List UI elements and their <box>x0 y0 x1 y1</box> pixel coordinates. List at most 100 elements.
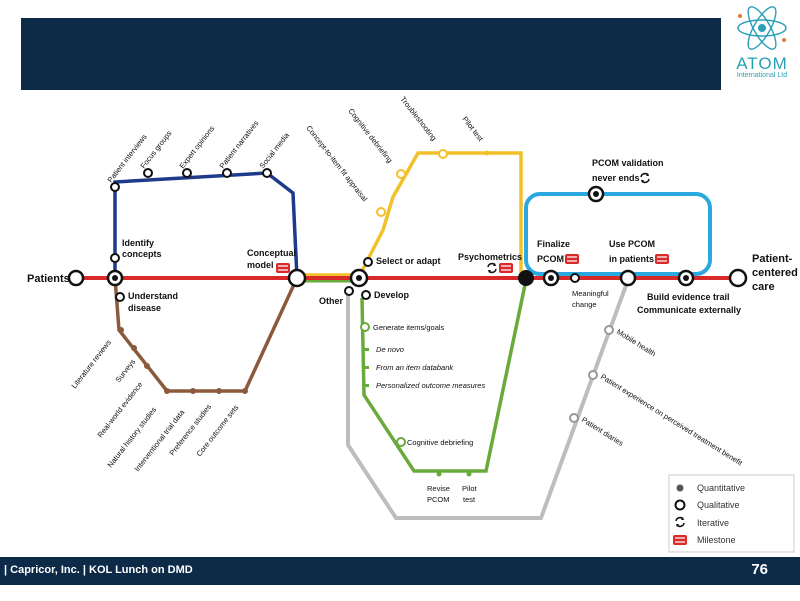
station-validation-dot <box>593 191 599 197</box>
label-use-1: Use PCOM <box>609 239 655 249</box>
label-databank: From an item databank <box>376 363 454 372</box>
label-finalize-2: PCOM <box>537 254 564 264</box>
legend: Quantitative Qualitative Iterative Miles… <box>668 474 795 553</box>
label-expert-opinions: Expert opinions <box>177 124 216 170</box>
station-patient-diaries <box>569 413 579 423</box>
station-build-evidence-dot <box>683 275 689 281</box>
label-troubleshooting: Troubleshooting <box>398 95 438 143</box>
station-generate <box>360 322 370 332</box>
logo-name: ATOM <box>736 54 788 73</box>
label-identify-2: concepts <box>122 249 162 259</box>
label-centered-3: care <box>752 281 775 293</box>
label-validation-2: never ends <box>592 173 640 183</box>
label-build-1: Build evidence trail <box>647 292 730 302</box>
station-literature-reviews <box>118 327 124 333</box>
label-finalize-1: Finalize <box>537 239 570 249</box>
label-literature-reviews: Literature reviews <box>69 338 113 390</box>
milestone-icon-use <box>654 253 670 265</box>
station-concept-fit <box>376 207 386 217</box>
station-troubleshooting <box>438 149 448 159</box>
header-bar <box>21 18 721 90</box>
pathway-diagram: Patients Identify concepts Understand di… <box>21 90 798 556</box>
label-patient-diaries: Patient diaries <box>580 415 625 448</box>
station-patient-centered-care <box>728 268 748 288</box>
station-databank <box>364 366 369 369</box>
label-centered-2: centered <box>752 267 798 279</box>
label-personalized: Personalized outcome measures <box>376 381 485 390</box>
cycle-icon-validation <box>640 172 650 184</box>
green-line <box>360 279 528 473</box>
rail-icon <box>672 534 688 546</box>
cyan-loop <box>524 192 712 276</box>
label-generate: Generate items/goals <box>373 323 445 332</box>
footer-label: | Capricor, Inc. | KOL Lunch on DMD <box>4 564 193 576</box>
page-number: 76 <box>751 561 768 578</box>
label-psychometrics: Psychometrics <box>458 252 522 262</box>
legend-qualitative: Qualitative <box>697 500 740 510</box>
logo-subtitle: International Ltd <box>736 72 788 79</box>
label-pilot-g-2: test <box>463 495 476 504</box>
station-preference <box>216 388 222 394</box>
station-mobile-health <box>604 325 614 335</box>
station-patients <box>67 269 85 287</box>
label-other: Other <box>319 296 344 306</box>
label-concept-fit: Concept-to-item fit appraisal <box>304 124 369 204</box>
station-other <box>344 286 354 296</box>
station-pilot-test-y <box>484 150 490 156</box>
station-core-outcome <box>242 388 248 394</box>
station-meaningful <box>570 273 580 283</box>
station-focus-groups <box>143 168 153 178</box>
label-surveys: Surveys <box>113 357 137 384</box>
label-pilot-g-1: Pilot <box>462 484 478 493</box>
atom-icon <box>737 6 787 50</box>
station-pilot-g <box>466 471 472 477</box>
station-de-novo <box>364 348 369 351</box>
cycle-icon-psychometrics <box>487 262 497 274</box>
label-build-2: Communicate externally <box>637 305 741 315</box>
metro-map: Patients Identify concepts Understand di… <box>27 95 798 553</box>
gray-line <box>346 279 630 520</box>
station-natural-history <box>164 388 170 394</box>
label-revise-2: PCOM <box>427 495 450 504</box>
station-expert-opinions <box>182 168 192 178</box>
label-patients: Patients <box>27 273 70 285</box>
station-identify-hub-dot <box>112 275 118 281</box>
label-use-2: in patients <box>609 254 654 264</box>
station-surveys <box>131 345 137 351</box>
label-meaningful-2: change <box>572 300 597 309</box>
station-patient-interviews <box>110 182 120 192</box>
label-cognitive-debriefing-g: Cognitive debriefing <box>407 438 473 447</box>
station-understand <box>115 292 125 302</box>
legend-quantitative: Quantitative <box>697 483 745 493</box>
station-personalized <box>364 384 369 387</box>
footer-bar: | Capricor, Inc. | KOL Lunch on DMD 76 <box>0 557 800 585</box>
label-meaningful-1: Meaningful <box>572 289 609 298</box>
label-conceptual-1: Conceptual <box>247 248 296 258</box>
label-patient-narratives: Patient narratives <box>217 119 260 171</box>
milestone-icon-conceptual <box>275 262 291 274</box>
logo: ATOM International Ltd <box>726 2 798 88</box>
legend-milestone: Milestone <box>697 535 736 545</box>
station-interventional <box>190 388 196 394</box>
station-select-adapt <box>363 257 373 267</box>
station-develop <box>361 290 371 300</box>
label-de-novo: De novo <box>376 345 404 354</box>
label-conceptual-2: model <box>247 260 274 270</box>
label-cognitive-debriefing-y: Cognitive debriefing <box>346 107 394 165</box>
station-use-pcom <box>619 269 637 287</box>
station-finalize-dot <box>548 275 554 281</box>
label-mobile-health: Mobile health <box>615 327 658 358</box>
station-patient-narratives <box>222 168 232 178</box>
station-select-hub-dot <box>356 275 362 281</box>
station-psychometrics <box>518 270 534 286</box>
label-social-media: Social media <box>257 130 291 170</box>
label-select: Select or adapt <box>376 256 441 266</box>
label-pilot-test-y: Pilot test <box>460 115 485 144</box>
station-cognitive-debriefing-g <box>396 437 406 447</box>
station-real-world-evidence <box>144 363 150 369</box>
label-identify-1: Identify <box>122 238 154 248</box>
milestone-icon-finalize <box>564 253 580 265</box>
station-revise <box>436 471 442 477</box>
milestone-icon-psychometrics <box>498 262 514 274</box>
label-centered-1: Patient- <box>752 253 793 265</box>
